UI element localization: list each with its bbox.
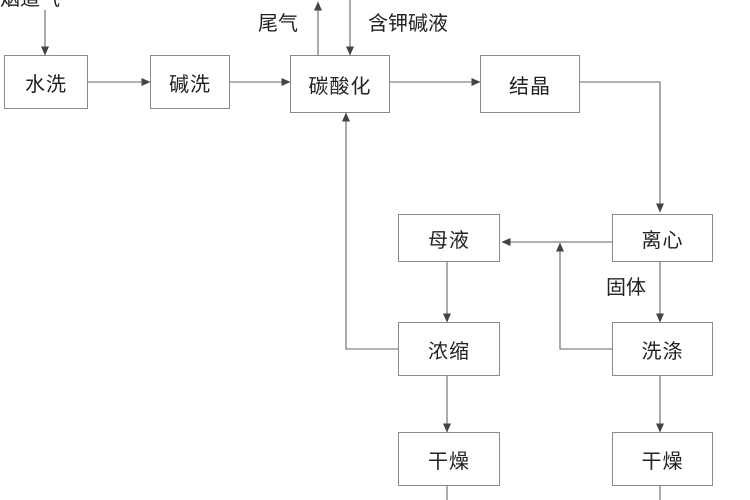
alkali-wash-box: 碱洗 — [150, 55, 230, 109]
solid-label: 固体 — [606, 275, 646, 299]
crystallization-box: 结晶 — [480, 55, 580, 113]
concentration-box: 浓缩 — [398, 322, 500, 376]
tail-gas-label: 尾气 — [258, 11, 298, 35]
flue-gas-label: 烟道气 — [0, 0, 60, 8]
water-wash-box: 水洗 — [4, 55, 88, 109]
arrow-crystallization-to-centrifuge — [580, 81, 664, 213]
centrifuge-box: 离心 — [612, 214, 713, 262]
arrow-concentration-to-carbonation — [342, 112, 400, 350]
mother-liquor-box: 母液 — [398, 214, 500, 262]
drying-right-box: 干燥 — [612, 432, 713, 486]
potassium-alkali-label: 含钾碱液 — [368, 11, 448, 35]
drying-left-box: 干燥 — [398, 432, 500, 486]
carbonation-box: 碳酸化 — [290, 55, 390, 113]
arrow-washing-to-motherline — [556, 242, 612, 350]
washing-box: 洗涤 — [612, 322, 713, 376]
